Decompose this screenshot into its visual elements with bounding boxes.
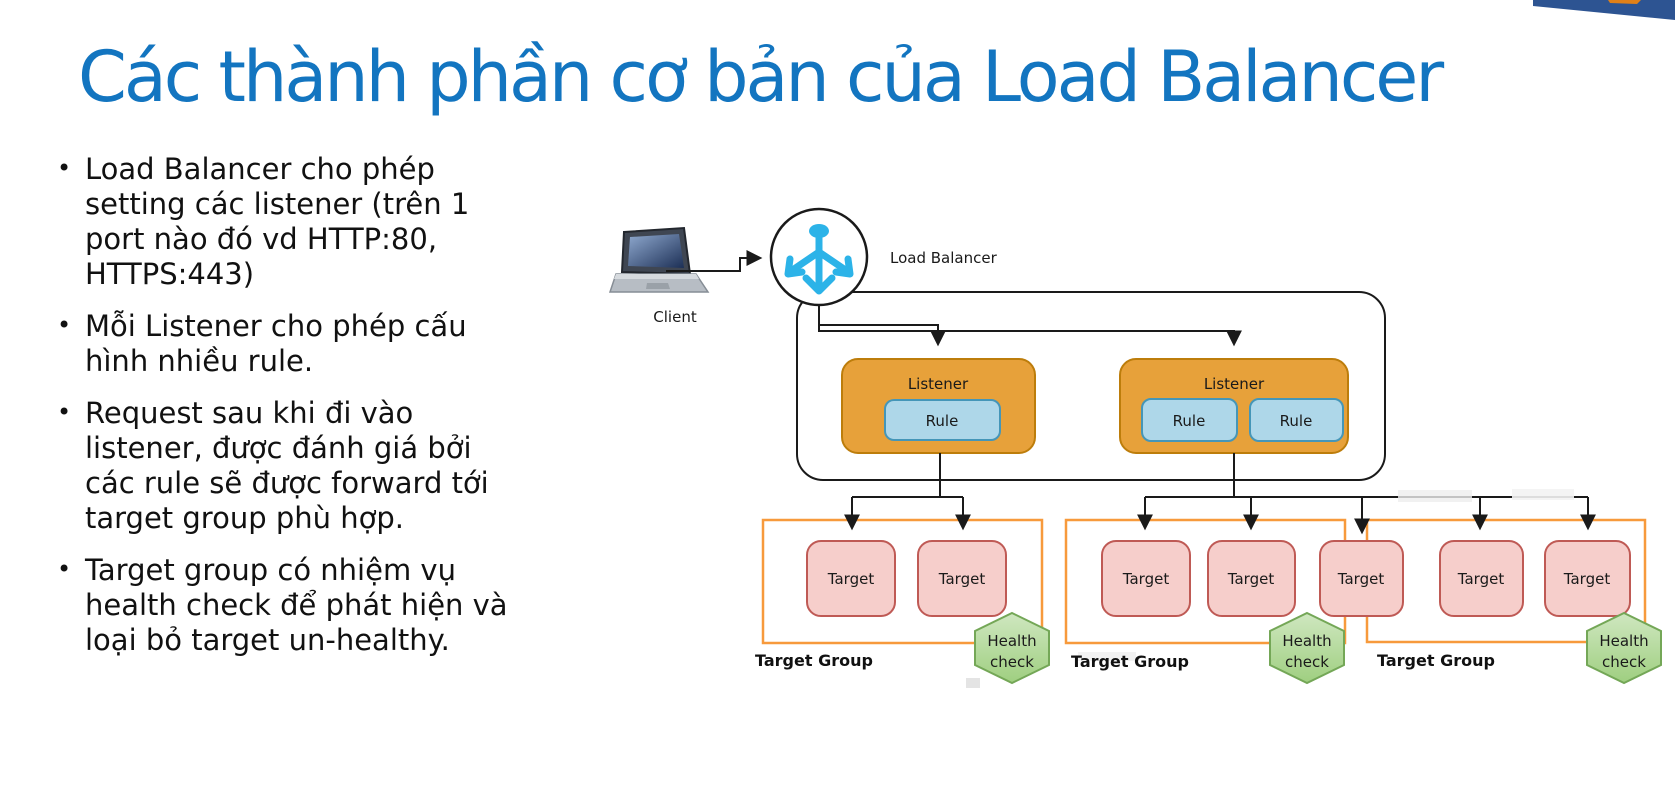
target-label: Target — [1563, 570, 1611, 588]
target-box — [806, 540, 896, 617]
bullet-item: • Mỗi Listener cho phép cấu hình nhiều r… — [55, 309, 555, 379]
health-check-2: Health check — [1269, 611, 1345, 685]
health-check-hexagon — [974, 611, 1050, 685]
load-balancer-node: Load Balancer — [769, 207, 998, 307]
health-check-label-line2: check — [1602, 653, 1646, 671]
slide-corner-banner — [1533, 0, 1675, 20]
listener-2-rule-2-label: Rule — [1280, 412, 1313, 430]
bullet-text: Load Balancer cho phép setting các liste… — [85, 152, 470, 291]
listener-2-rule-2-box — [1249, 398, 1344, 442]
target-label: Target — [827, 570, 875, 588]
listener-1-rule-label: Rule — [926, 412, 959, 430]
health-check-3: Health check — [1586, 611, 1662, 685]
target-label: Target — [938, 570, 986, 588]
slide-title: Các thành phần cơ bản của Load Balancer — [78, 36, 1444, 118]
target-box — [1319, 540, 1404, 617]
target-label: Target — [1122, 570, 1170, 588]
health-check-hexagon — [1269, 611, 1345, 685]
listener-2-label: Listener — [1204, 375, 1265, 393]
target-box — [1207, 540, 1296, 617]
listener-2: Listener Rule Rule — [1119, 358, 1349, 454]
target-label: Target — [1337, 570, 1385, 588]
target-box — [917, 540, 1007, 617]
health-check-label-line1: Health — [987, 632, 1036, 650]
bullet-icon: • — [57, 398, 72, 426]
bullet-item: • Target group có nhiệm vụ health check … — [55, 553, 555, 658]
health-check-label-line1: Health — [1599, 632, 1648, 650]
health-check-label-line1: Health — [1282, 632, 1331, 650]
banner-orange-accent — [1608, 0, 1641, 4]
listener-1-label: Listener — [908, 375, 969, 393]
bullet-icon: • — [57, 555, 72, 583]
listener-1-rule-box — [884, 399, 1001, 441]
bullet-icon: • — [57, 311, 72, 339]
health-check-hexagon — [1586, 611, 1662, 685]
load-balancer-label: Load Balancer — [890, 249, 998, 267]
target-box — [1439, 540, 1524, 617]
listener-1: Listener Rule — [841, 358, 1036, 454]
bullet-text: Target group có nhiệm vụ health check để… — [85, 553, 508, 657]
bullet-list: • Load Balancer cho phép setting các lis… — [55, 152, 555, 675]
bullet-text: Request sau khi đi vào listener, được đá… — [85, 396, 489, 535]
connector-listener-1-to-targets — [844, 453, 971, 531]
listener-2-rule-1-label: Rule — [1173, 412, 1206, 430]
health-check-1: Health check — [974, 611, 1050, 685]
bullet-item: • Load Balancer cho phép setting các lis… — [55, 152, 555, 292]
connector-client-to-lb — [666, 250, 763, 272]
target-group-1-label: Target Group — [755, 651, 873, 670]
target-label: Target — [1457, 570, 1505, 588]
bullet-icon: • — [57, 154, 72, 182]
listener-2-rule-1-box — [1141, 398, 1238, 442]
eraser-artifacts — [966, 489, 1574, 688]
health-check-label-line2: check — [1285, 653, 1329, 671]
client-label: Client — [653, 308, 697, 326]
bullet-item: Request sau khi đi vào listener, được đá… — [55, 396, 555, 536]
target-group-2-label: Target Group — [1071, 652, 1189, 671]
target-label: Target — [1227, 570, 1275, 588]
client-laptop-icon — [608, 226, 710, 293]
banner-blue-wedge — [1533, 0, 1675, 20]
targets: Target Target Target Target Target Targe… — [806, 540, 1631, 617]
target-box — [1544, 540, 1631, 617]
target-group-3-label: Target Group — [1377, 651, 1495, 670]
client-node: Client — [608, 226, 763, 326]
target-box — [1101, 540, 1191, 617]
bullet-text: Mỗi Listener cho phép cấu hình nhiều rul… — [85, 309, 467, 378]
connector-lb-to-listener-2 — [818, 305, 1242, 347]
load-balancer-icon — [784, 224, 854, 295]
health-check-label-line2: check — [990, 653, 1034, 671]
